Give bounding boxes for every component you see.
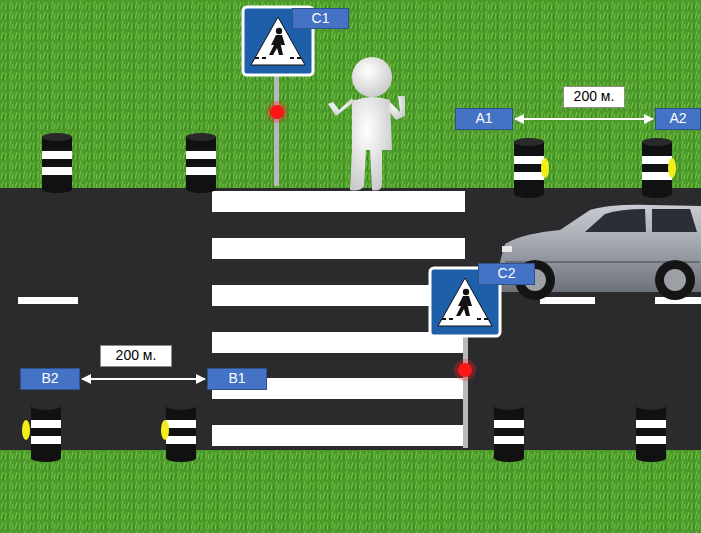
zebra-stripes (212, 191, 465, 446)
box-text: 200 м. (116, 348, 157, 363)
dimension-arrow (515, 118, 653, 120)
box-text: 200 м. (574, 89, 615, 104)
distance-box: 200 м. (100, 345, 172, 367)
label-box: B1 (207, 368, 267, 390)
sign-c2 (430, 268, 500, 448)
label-box: A2 (655, 108, 701, 130)
label-box: C2 (478, 263, 535, 285)
box-text: A1 (475, 111, 492, 126)
label-box: A1 (455, 108, 513, 130)
bollards (22, 133, 676, 462)
box-text: B2 (41, 371, 58, 386)
box-text: C1 (312, 11, 330, 26)
label-box: B2 (20, 368, 80, 390)
sign-c1 (243, 7, 313, 186)
car (500, 205, 701, 300)
distance-box: 200 м. (563, 86, 625, 108)
box-text: A2 (669, 111, 686, 126)
label-box: C1 (292, 8, 349, 29)
box-text: C2 (498, 266, 516, 281)
person-figure (328, 57, 405, 191)
road (0, 188, 701, 450)
dimension-arrow (82, 378, 205, 380)
box-text: B1 (228, 371, 245, 386)
